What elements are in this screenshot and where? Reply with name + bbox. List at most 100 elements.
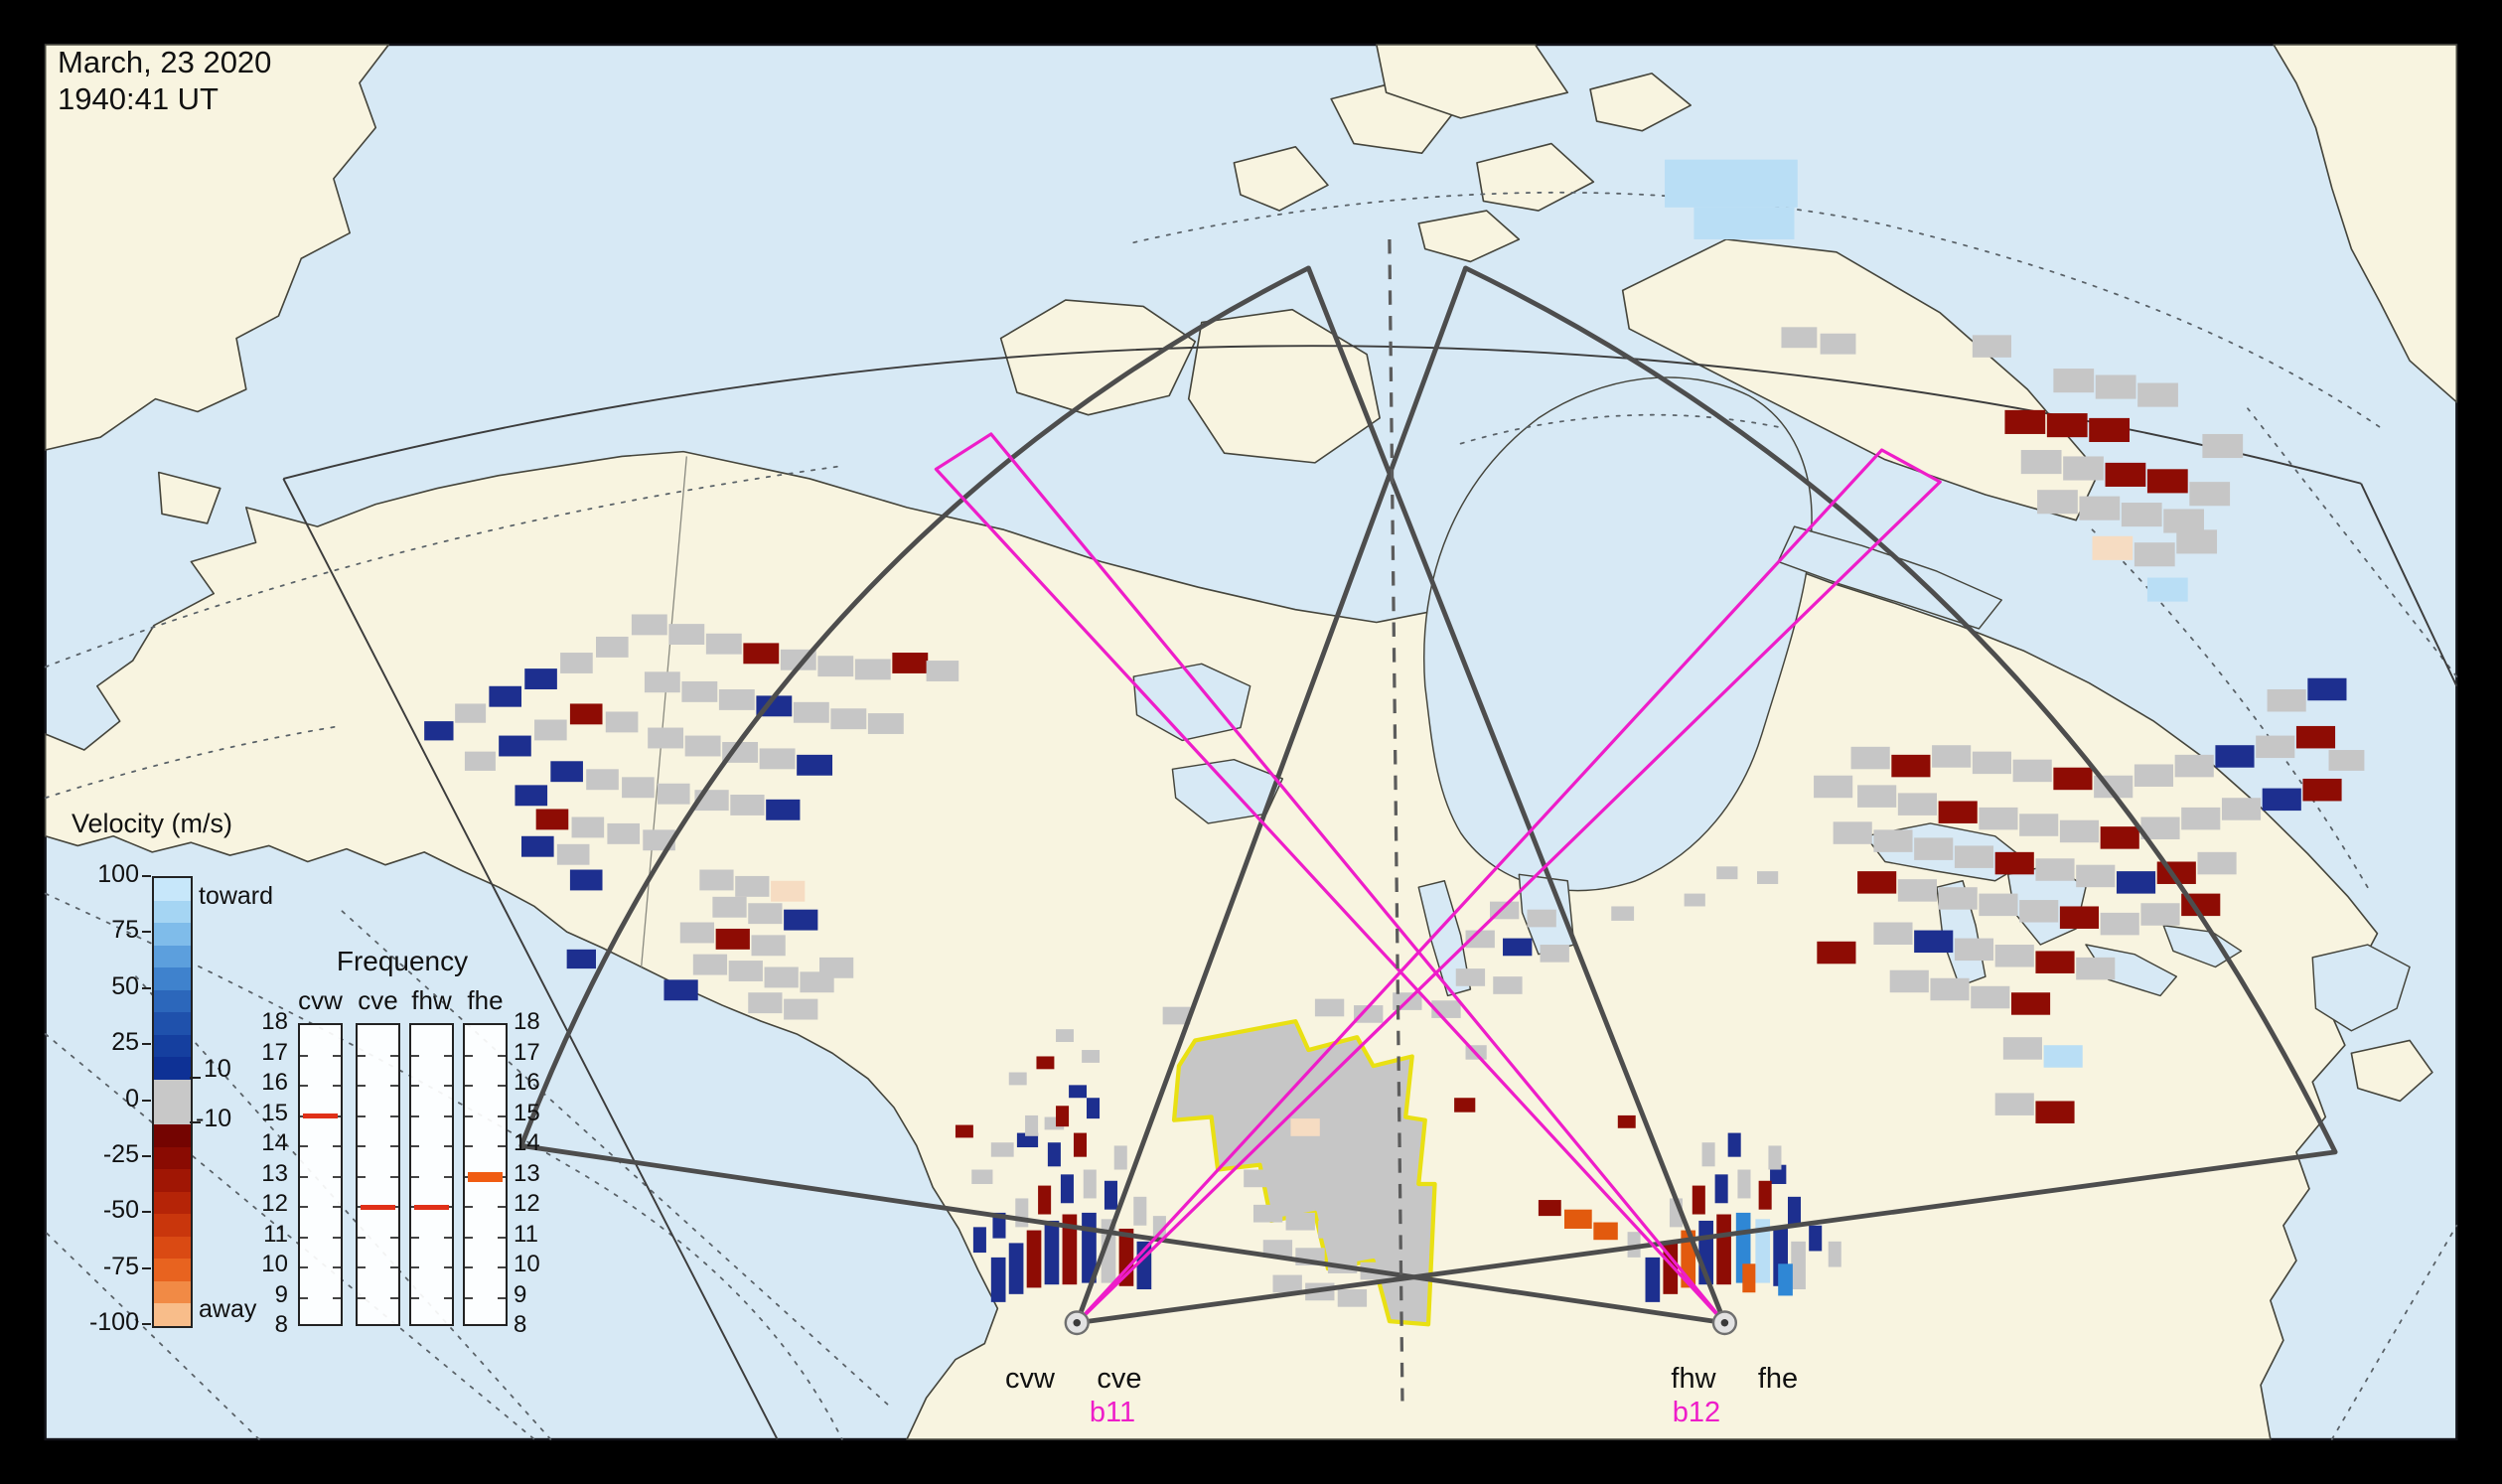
velocity-cell (2076, 957, 2116, 980)
ellesmere-island (1376, 44, 1569, 119)
velocity-cell (524, 668, 557, 689)
radar-site-label-cve: cve (1097, 1363, 1142, 1395)
velocity-cell (2046, 413, 2088, 438)
velocity-cell (2105, 462, 2146, 487)
velocity-cell (1727, 1132, 1741, 1157)
frequency-column-header-cvw: cvw (298, 985, 343, 1015)
frequency-panel-title: Frequency (336, 946, 469, 976)
velocity-cell (2063, 456, 2104, 481)
colorbar-segment (154, 1280, 191, 1304)
velocity-cell (566, 949, 596, 969)
velocity-cell (499, 735, 531, 757)
graticule-dotted (44, 191, 2458, 1440)
velocity-cell (784, 998, 818, 1020)
velocity-cell (1938, 801, 1978, 823)
frequency-tick (333, 1145, 341, 1147)
lake-winnipeg (1417, 880, 1472, 997)
velocity-cell (1275, 1177, 1306, 1196)
velocity-cell (648, 727, 684, 749)
velocity-cell (2134, 764, 2174, 787)
velocity-cell (1814, 775, 1853, 799)
frequency-tick (465, 1236, 473, 1239)
velocity-cell (2035, 858, 2075, 881)
frequency-column-header-fhw: fhw (411, 985, 452, 1015)
date-label: March, 23 2020 (58, 45, 272, 79)
frequency-tick (358, 1266, 366, 1268)
frequency-marker-cvw (303, 1113, 338, 1118)
velocity-cell (1768, 1145, 1782, 1170)
velocity-cell (1060, 1174, 1074, 1204)
velocity-cell (1493, 976, 1523, 994)
frequency-tick (411, 1236, 419, 1239)
velocity-cell (1540, 945, 1569, 963)
velocity-cell (1298, 1150, 1328, 1168)
frequency-tick (333, 1054, 341, 1057)
velocity-cell (854, 659, 891, 680)
velocity-cell (992, 1212, 1006, 1239)
frequency-row-label-right: 13 (514, 1159, 540, 1187)
frequency-tick (390, 1085, 398, 1087)
colorbar-segment (154, 967, 191, 990)
frequency-tick (358, 1236, 366, 1239)
velocity-cell (715, 928, 750, 950)
velocity-cell (1897, 879, 1937, 902)
frequency-tick (444, 1085, 452, 1087)
frequency-tick (498, 1054, 506, 1057)
velocity-tick-label: -25 (102, 1139, 139, 1168)
colorbar-segment (154, 945, 191, 968)
gray-band-upper-tick (190, 1077, 201, 1079)
frequency-row-label-right: 14 (514, 1129, 540, 1156)
velocity-cell (2137, 382, 2178, 407)
velocity-cell (692, 954, 728, 975)
velocity-cell (2140, 903, 2180, 926)
velocity-cell (1693, 207, 1795, 239)
velocity-tick-mark (142, 986, 151, 989)
velocity-cell (1971, 985, 2010, 1009)
timestamp-block: March, 23 2020 1940:41 UT (58, 44, 271, 117)
velocity-cell (569, 703, 603, 725)
colorbar-segment (154, 1214, 191, 1237)
frequency-tick (498, 1296, 506, 1299)
colorbar-segment (154, 1057, 191, 1080)
velocity-cell (550, 761, 583, 783)
velocity-cell (1308, 1185, 1338, 1204)
velocity-cell (560, 653, 593, 673)
frequency-tick (300, 1266, 308, 1268)
velocity-cell (1563, 1209, 1592, 1229)
velocity-cell (766, 799, 801, 820)
velocity-cell (679, 922, 715, 944)
velocity-cell (728, 961, 763, 981)
velocity-cell (1593, 1222, 1618, 1241)
bering-island (157, 471, 221, 524)
velocity-cell (1087, 1098, 1101, 1119)
fov-cve-outline (1074, 265, 2338, 1326)
velocity-cell (1047, 1142, 1061, 1167)
velocity-tick-label: 50 (111, 971, 139, 1000)
frequency-tick (444, 1114, 452, 1117)
velocity-cell (571, 816, 605, 838)
banks-island (999, 299, 1197, 416)
velocity-tick-mark (142, 1266, 151, 1269)
frequency-tick (390, 1296, 398, 1299)
velocity-cell (1820, 333, 1856, 355)
frequency-row-label-left: 9 (274, 1280, 288, 1308)
colorbar-segment (154, 1146, 191, 1170)
frequency-column-header-cve: cve (358, 985, 398, 1015)
arctic-island-3 (1233, 145, 1329, 212)
frequency-tick (444, 1266, 452, 1268)
velocity-cell (1016, 1132, 1039, 1148)
frequency-tick (411, 1175, 419, 1178)
frequency-tick (465, 1114, 473, 1117)
velocity-cell (2134, 542, 2175, 567)
velocity-cell (663, 979, 698, 1001)
velocity-cell (1914, 837, 1954, 860)
velocity-cell (2012, 759, 2052, 783)
frequency-row-label-left: 16 (261, 1069, 288, 1096)
velocity-cell (1954, 938, 1994, 962)
frequency-row-label-right: 9 (514, 1280, 527, 1308)
velocity-cell (718, 688, 755, 710)
velocity-tick-mark (142, 875, 151, 877)
velocity-cell (1972, 335, 2011, 358)
velocity-cell (657, 783, 690, 805)
frequency-tick (300, 1206, 308, 1208)
